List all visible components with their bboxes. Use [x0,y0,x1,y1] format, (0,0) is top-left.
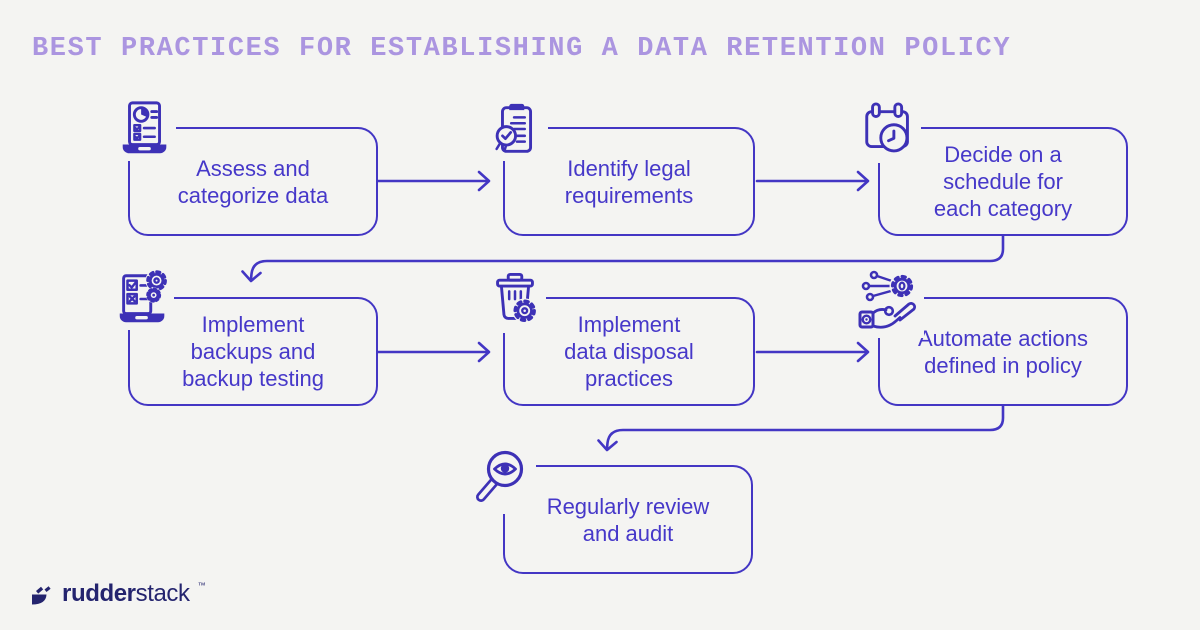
backups-testing-icon [112,268,174,330]
arrow-head [477,341,491,363]
automate-actions-icon [858,268,924,338]
data-disposal-trash-icon [484,271,546,333]
step-label: Implement data disposal practices [564,312,694,391]
arrow-head [241,270,262,283]
step-label: Regularly review and audit [546,493,710,546]
retention-schedule-calendar-icon [859,101,921,163]
connector-schedule-to-backups [249,234,1005,281]
arrow-head [477,170,491,192]
step-label: Automate actions defined in policy [918,325,1088,378]
arrow-head [856,341,870,363]
step-box-identify-legal: Identify legal requirements [503,127,755,236]
infographic-title: BEST PRACTICES FOR ESTABLISHING A DATA R… [32,34,1012,64]
step-label: Identify legal requirements [564,155,694,208]
wordmark-bold: rudder [62,580,136,607]
arrow-head [856,170,870,192]
trademark-symbol: ™ [197,581,206,590]
wordmark-regular: stack [135,580,190,607]
step-box-implement-backups: Implement backups and backup testing [128,297,378,406]
step-box-data-disposal: Implement data disposal practices [503,297,755,406]
connector-automate-to-review [605,404,1005,450]
step-label: Implement backups and backup testing [182,312,324,391]
identify-legal-requirements-icon [486,99,548,161]
review-audit-magnifier-icon [468,446,536,514]
step-box-assess-categorize: Assess and categorize data [128,127,378,236]
arrow-head [597,439,618,452]
step-label: Assess and categorize data [177,155,329,208]
step-box-decide-schedule: Decide on a schedule for each category [878,127,1128,236]
step-label: Decide on a schedule for each category [933,142,1073,221]
step-box-review-audit: Regularly review and audit [503,465,753,574]
assess-categorize-data-icon [114,99,176,161]
rudderstack-logo-icon [32,586,51,605]
